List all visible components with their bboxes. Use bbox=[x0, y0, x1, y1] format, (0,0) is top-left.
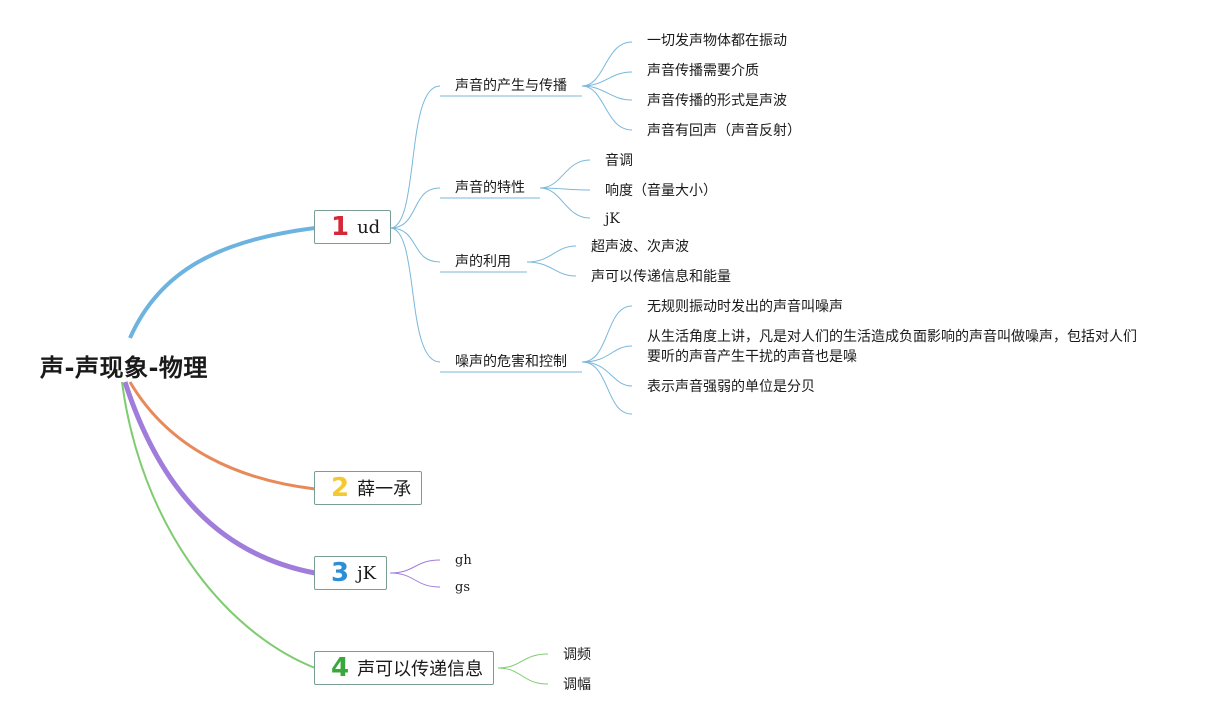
subtopic-sound-characteristics[interactable]: 声音的特性 bbox=[455, 180, 525, 196]
branch-3-number: 3 bbox=[331, 558, 350, 588]
subtopic-sound-usage[interactable]: 声的利用 bbox=[455, 254, 511, 270]
leaf-noise-life[interactable]: 从生活角度上讲，凡是对人们的生活造成负面影响的声音叫做噪声，包括对人们要听的声音… bbox=[647, 329, 1137, 365]
link-b1-sub2 bbox=[389, 187, 441, 229]
leaf-loudness[interactable]: 响度（音量大小） bbox=[605, 183, 717, 199]
leaf-1[interactable]: 一切发声物体都在振动 bbox=[647, 33, 787, 49]
link-b4-a bbox=[497, 653, 549, 669]
link-b3-gs bbox=[389, 572, 441, 588]
link-root-branch1 bbox=[128, 226, 316, 339]
leaf-fm[interactable]: 调频 bbox=[563, 647, 591, 663]
leaf-3[interactable]: 声音传播的形式是声波 bbox=[647, 93, 787, 109]
subtopic-noise[interactable]: 噪声的危害和控制 bbox=[455, 354, 567, 370]
branch-3-title: jK bbox=[357, 562, 377, 584]
link-b3-gh bbox=[389, 559, 441, 574]
link-b1-sub4 bbox=[389, 227, 441, 363]
link-b4-b bbox=[497, 667, 549, 685]
link-b1-sub1 bbox=[389, 85, 441, 229]
leaf-am[interactable]: 调幅 bbox=[563, 677, 591, 693]
branch-4-title: 声可以传递信息 bbox=[357, 659, 484, 680]
branch-3-topic[interactable]: 3 jK bbox=[314, 556, 388, 590]
leaf-ultrasound[interactable]: 超声波、次声波 bbox=[591, 239, 689, 255]
leaf-jk[interactable]: jK bbox=[605, 211, 620, 227]
branch-1-title: ud bbox=[357, 216, 381, 238]
link-b1-sub3 bbox=[389, 227, 441, 263]
subtopic-sound-production[interactable]: 声音的产生与传播 bbox=[455, 78, 567, 94]
branch-4-topic[interactable]: 4 声可以传递信息 bbox=[314, 651, 495, 685]
link-root-branch2 bbox=[128, 381, 316, 491]
leaf-4[interactable]: 声音有回声（声音反射） bbox=[647, 123, 801, 139]
leaf-gs[interactable]: gs bbox=[455, 580, 470, 595]
leaf-2[interactable]: 声音传播需要介质 bbox=[647, 63, 759, 79]
leaf-decibel[interactable]: 表示声音强弱的单位是分贝 bbox=[647, 379, 815, 395]
leaf-pitch[interactable]: 音调 bbox=[605, 153, 633, 169]
branch-2-topic[interactable]: 2 薛一承 bbox=[314, 471, 423, 505]
link-root-branch3 bbox=[122, 381, 316, 576]
branch-4-number: 4 bbox=[331, 653, 350, 683]
branch-2-title: 薛一承 bbox=[357, 479, 412, 500]
branch-1-topic[interactable]: 1 ud bbox=[314, 210, 392, 244]
link-root-branch4 bbox=[121, 381, 316, 669]
leaf-gh[interactable]: gh bbox=[455, 553, 472, 568]
branch-1-number: 1 bbox=[331, 212, 350, 242]
branch-2-number: 2 bbox=[331, 473, 350, 503]
leaf-energy[interactable]: 声可以传递信息和能量 bbox=[591, 269, 731, 285]
leaf-noise-def[interactable]: 无规则振动时发出的声音叫噪声 bbox=[647, 299, 843, 315]
root-topic[interactable]: 声-声现象-物理 bbox=[40, 354, 208, 382]
